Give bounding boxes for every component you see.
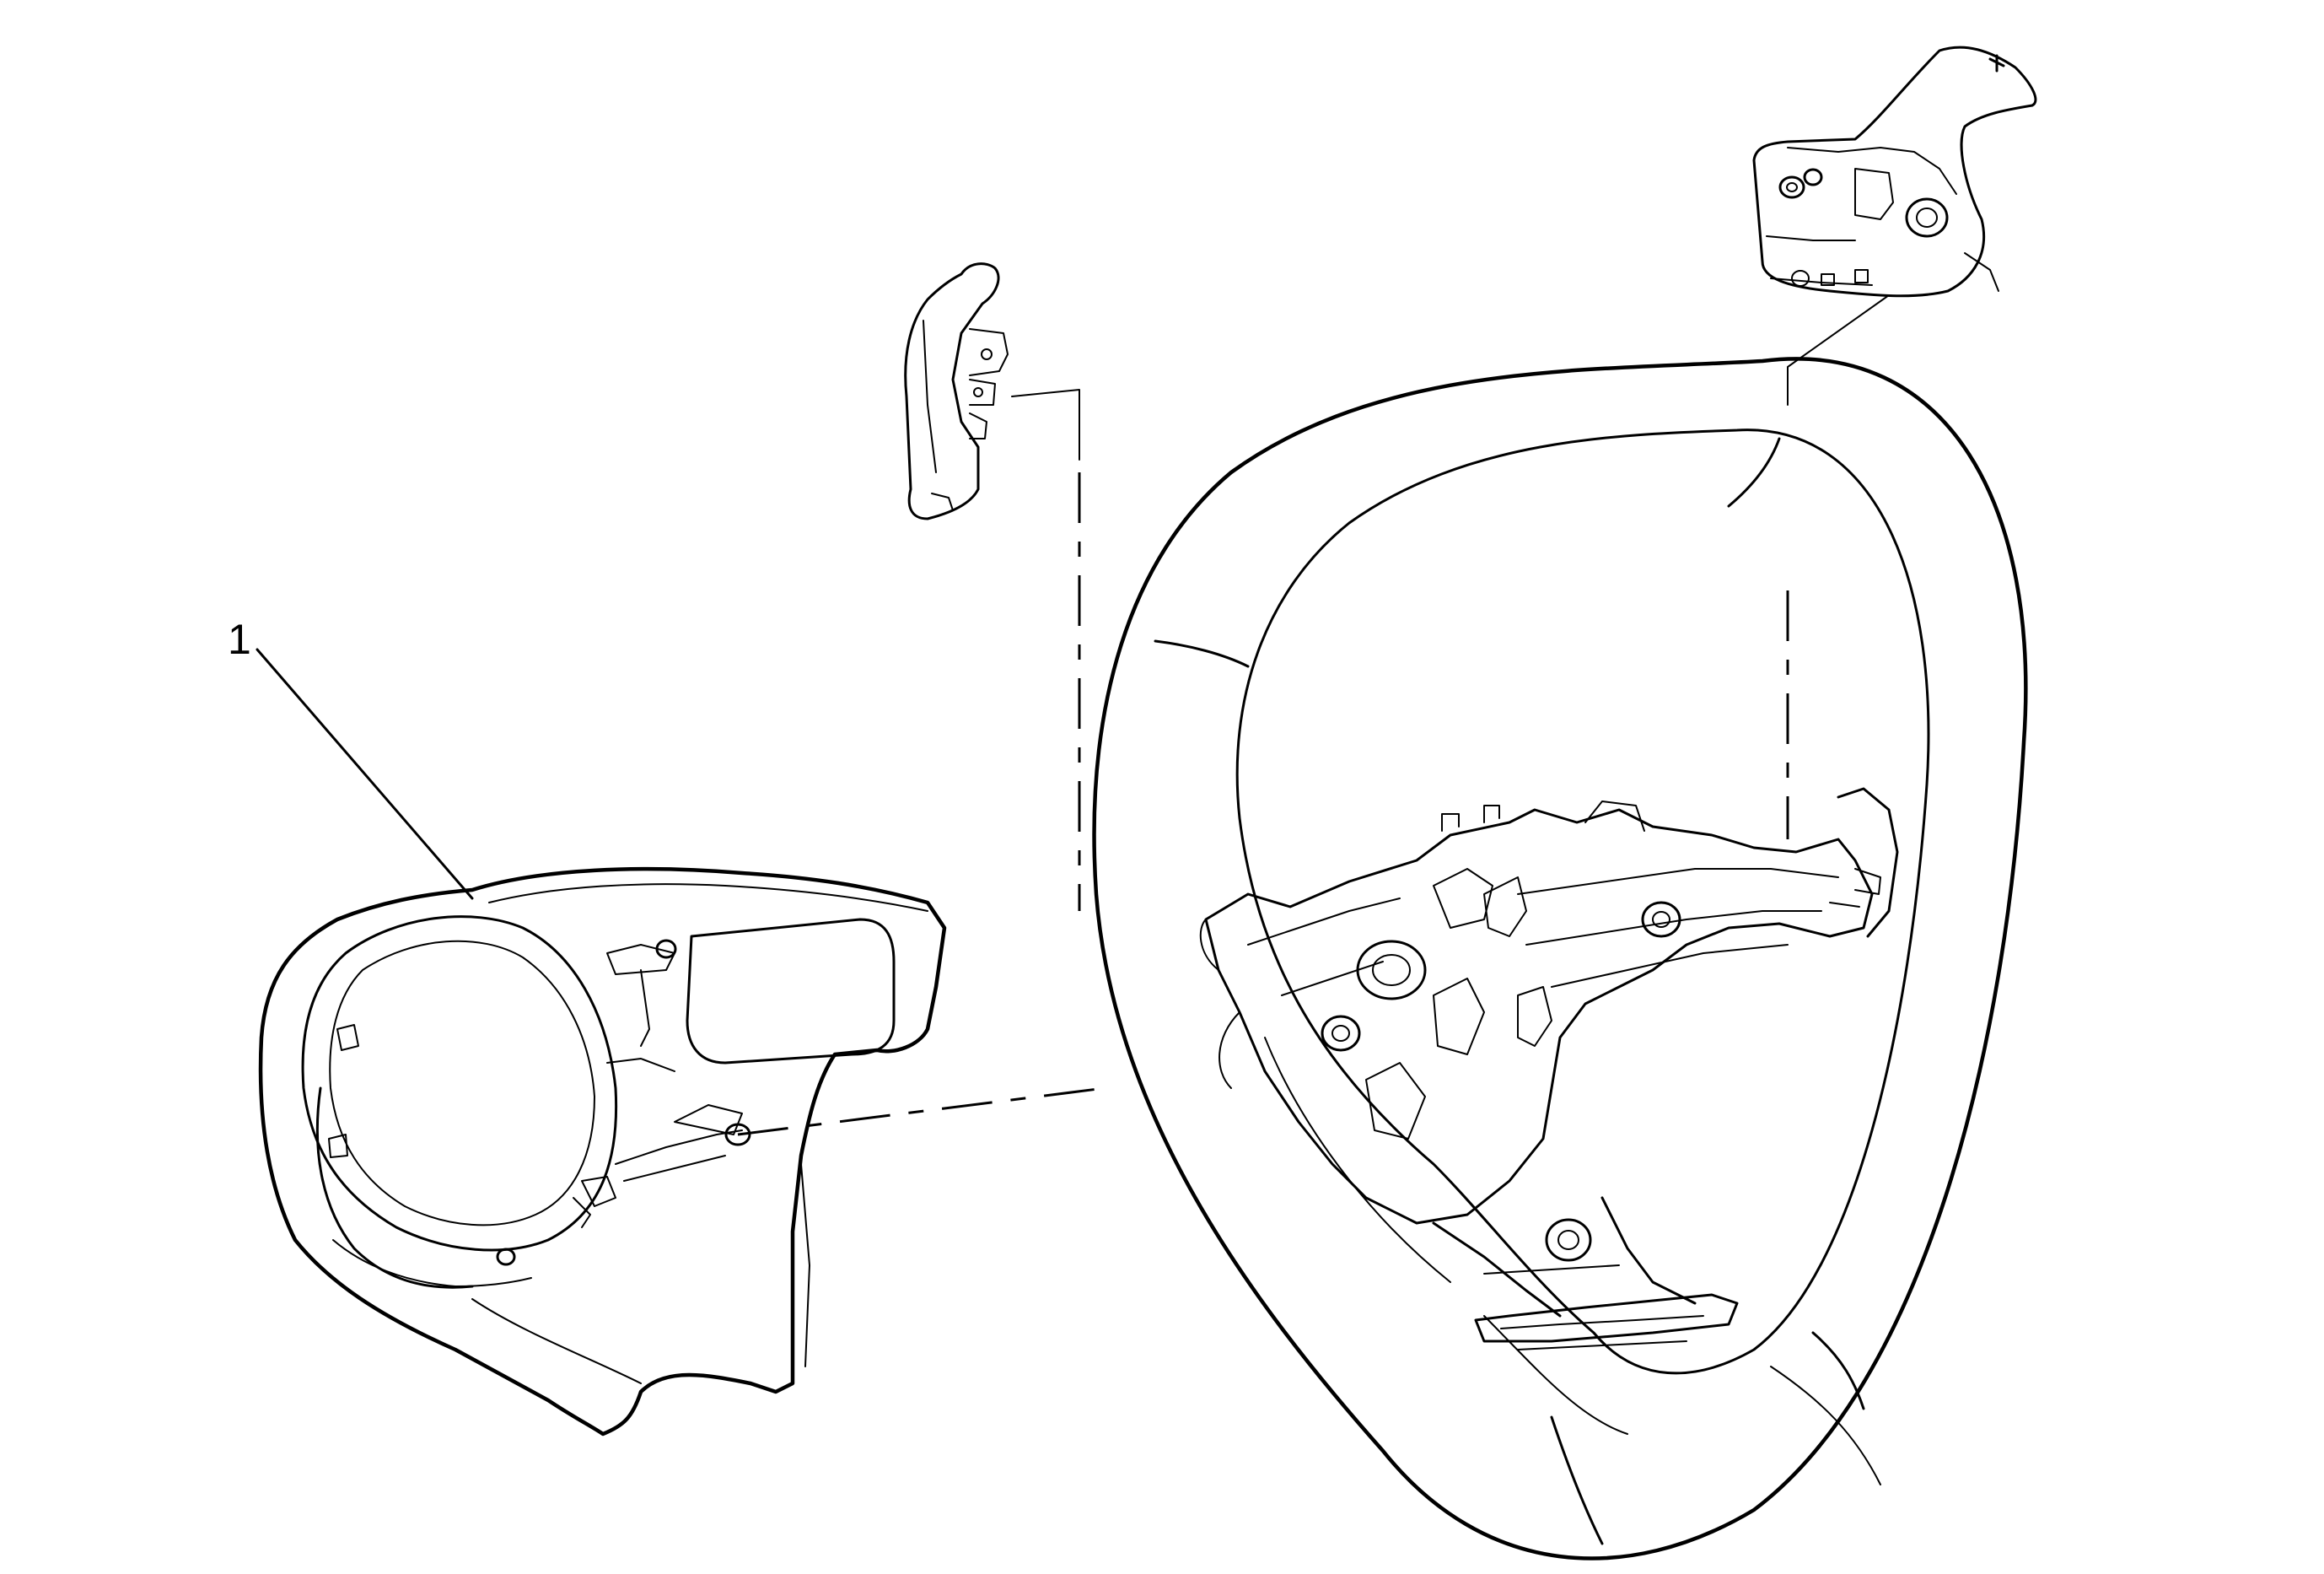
steering-wheel-icon — [1092, 357, 2028, 1561]
left-shift-paddle-icon — [904, 262, 1009, 520]
callout-1: 1 — [228, 616, 474, 900]
callout-1-label: 1 — [228, 616, 251, 663]
assembly-dashed-lines — [737, 294, 1890, 1136]
callout-1-leader-line — [256, 648, 474, 900]
steering-wheel-rear-cover-icon — [258, 866, 947, 1437]
right-shift-paddle-icon — [1752, 46, 2037, 298]
